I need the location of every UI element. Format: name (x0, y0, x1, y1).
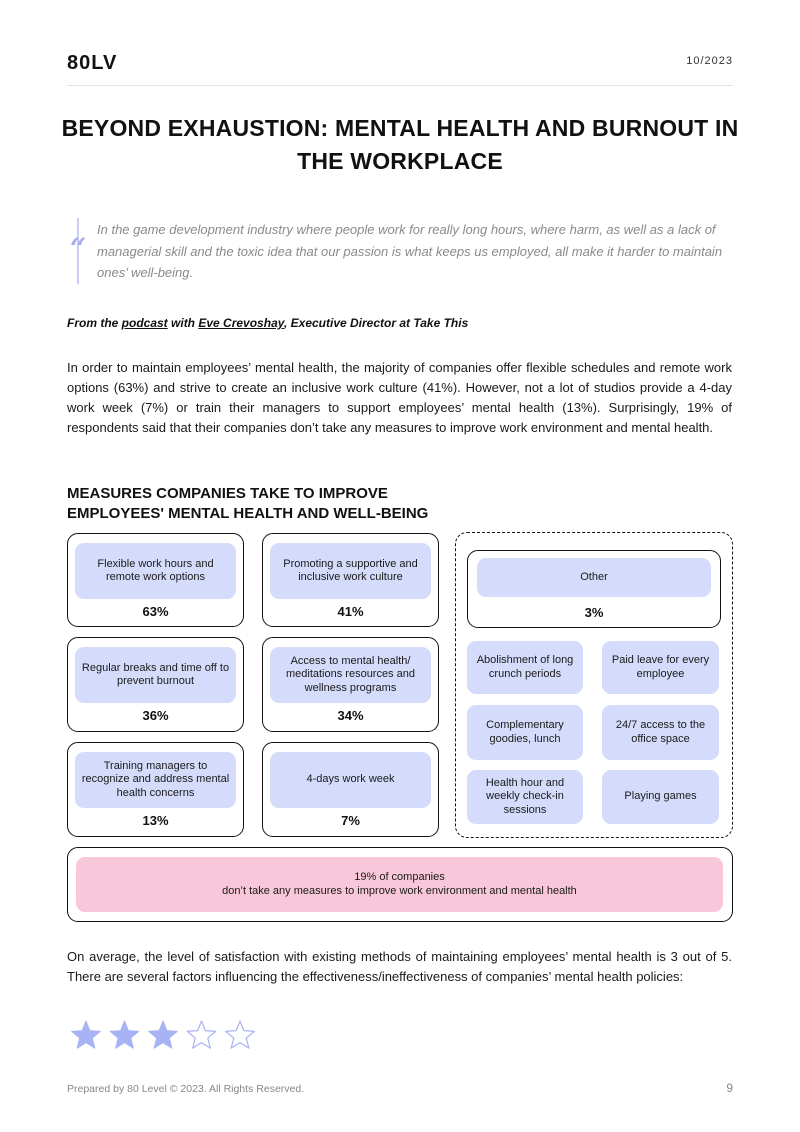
other-label: Other (477, 558, 711, 597)
other-percent: 3% (584, 605, 604, 620)
star-filled-icon (148, 1020, 178, 1049)
satisfaction-rating (71, 1020, 255, 1049)
measure-percent: 63% (142, 604, 169, 619)
logo-text: 80LV (67, 52, 117, 72)
other-item: Abolishment of long crunch periods (467, 641, 583, 694)
star-filled-icon (71, 1020, 101, 1049)
page-number: 9 (726, 1081, 733, 1095)
quote-bar (77, 218, 79, 284)
other-item: Health hour and weekly check-in sessions (467, 770, 583, 824)
star-empty-icon (186, 1020, 217, 1049)
no-measures-line1: 19% of companies (354, 871, 445, 883)
other-item: Playing games (602, 770, 719, 824)
podcast-link[interactable]: podcast (121, 316, 168, 330)
other-item: Paid leave for every employee (602, 641, 719, 694)
quote-mark-icon: “ (70, 232, 87, 265)
no-measures-banner: 19% of companies don’t take any measures… (76, 857, 723, 912)
page-title: BEYOND EXHAUSTION: MENTAL HEALTH AND BUR… (61, 115, 739, 174)
star-empty-icon (225, 1020, 255, 1049)
measure-card: Flexible work hours and remote work opti… (67, 533, 244, 627)
other-item: 24/7 access to the office space (602, 705, 719, 760)
attribution: From the podcast with Eve Crevoshay, Exe… (67, 316, 468, 330)
attribution-prefix: From the (67, 316, 122, 330)
star-filled-icon (109, 1020, 140, 1049)
footer-copyright: Prepared by 80 Level © 2023. All Rights … (67, 1083, 305, 1095)
measure-percent: 36% (142, 708, 169, 723)
measure-percent: 41% (337, 604, 364, 619)
header-divider (67, 85, 733, 86)
measure-percent: 34% (337, 708, 364, 723)
no-measures-card: 19% of companies don’t take any measures… (67, 847, 733, 922)
measure-label: Access to mental health/ meditations res… (270, 647, 431, 703)
measure-label: 4-days work week (270, 752, 431, 808)
measure-label: Regular breaks and time off to prevent b… (75, 647, 236, 703)
logo[interactable]: 80LV (67, 52, 137, 72)
measure-card: Regular breaks and time off to prevent b… (67, 637, 244, 732)
quote-text: In the game development industry where p… (97, 222, 723, 280)
no-measures-line2: don’t take any measures to improve work … (222, 884, 577, 897)
intro-paragraph: In order to maintain employees’ mental h… (67, 360, 732, 435)
other-measures-group (455, 532, 733, 838)
satisfaction-paragraph: On average, the level of satisfaction wi… (67, 949, 732, 984)
measure-card: 4-days work week 7% (262, 742, 439, 837)
measure-label: Training managers to recognize and addre… (75, 752, 236, 808)
measure-card: Training managers to recognize and addre… (67, 742, 244, 837)
attribution-suffix: , Executive Director at Take This (283, 316, 469, 330)
measure-card: Access to mental health/ meditations res… (262, 637, 439, 732)
attribution-mid: with (167, 316, 199, 330)
section-title: MEASURES COMPANIES TAKE TO IMPROVE EMPLO… (67, 485, 429, 522)
other-item: Complementary goodies, lunch (467, 705, 583, 760)
measure-percent: 13% (142, 813, 169, 828)
other-card: Other 3% (467, 550, 721, 628)
report-date: 10/2023 (686, 55, 733, 67)
measure-label: Flexible work hours and remote work opti… (75, 543, 236, 599)
measure-percent: 7% (341, 813, 360, 828)
measure-label: Promoting a supportive and inclusive wor… (270, 543, 431, 599)
speaker-link[interactable]: Eve Crevoshay (198, 316, 284, 330)
measure-card: Promoting a supportive and inclusive wor… (262, 533, 439, 627)
